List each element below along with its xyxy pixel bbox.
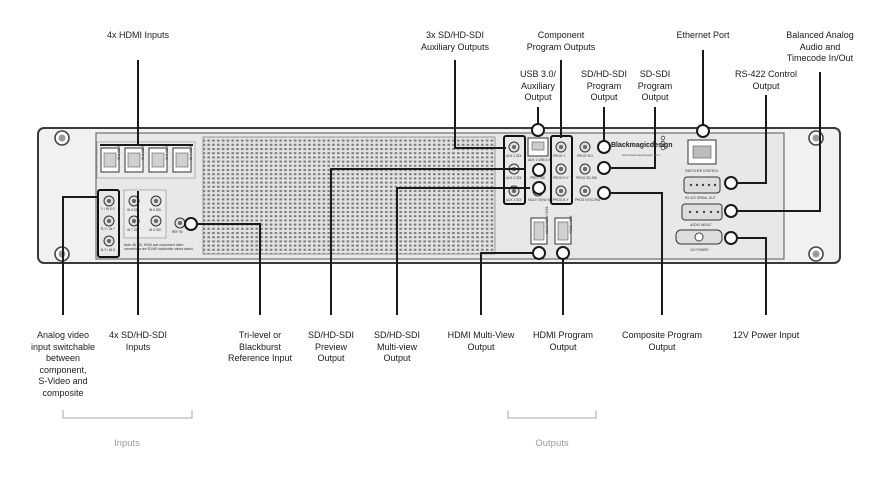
label-ethernet: Ethernet Port	[676, 30, 730, 40]
svg-text:AUDIO IN/OUT: AUDIO IN/OUT	[690, 223, 712, 227]
callout-aux-outputs	[454, 60, 506, 149]
power-port: 12V POWER	[675, 229, 723, 252]
svg-text:AUX 3 SDI: AUX 3 SDI	[506, 198, 522, 202]
vent-grill	[202, 136, 496, 255]
svg-text:12V POWER: 12V POWER	[690, 248, 709, 252]
label-power: 12V Power Input	[732, 330, 800, 340]
svg-text:PROG B-Y: PROG B-Y	[553, 198, 569, 202]
callout-rs422	[738, 95, 767, 184]
svg-text:AUX 1 SDI: AUX 1 SDI	[506, 154, 522, 158]
panel-note: Note: All SDI, HDMI and component video …	[124, 243, 194, 251]
callout-markers	[184, 123, 738, 260]
svg-text:SWITCHER CONTROL: SWITCHER CONTROL	[685, 169, 719, 173]
brand-name: Blackmagicdesign	[611, 142, 673, 149]
callout-preview	[330, 168, 525, 315]
callout-balanced-audio	[738, 72, 821, 212]
callout-multiview	[396, 187, 530, 315]
svg-text:Note: All SDI, HDMI and compon: Note: All SDI, HDMI and component video	[124, 243, 184, 247]
port-label-in2: IN 2 HDMI	[141, 145, 145, 160]
brand-dots	[660, 135, 666, 151]
hdmi-input-2	[124, 147, 144, 173]
group-brackets	[62, 410, 597, 419]
callout-composite	[611, 192, 663, 315]
callout-lines	[62, 50, 821, 315]
analog-port-label-3: B-Y / IN 8	[101, 248, 115, 252]
analog-port-label-2: R-Y / IN 7	[101, 227, 115, 231]
svg-text:PROG SDI: PROG SDI	[577, 154, 593, 158]
analog-port-label-1: Y / IN 5 S	[101, 207, 115, 211]
analog-video-inputs: Y / IN 5 S R-Y / IN 7 B-Y / IN 8	[97, 189, 120, 258]
callout-ref	[198, 223, 261, 315]
hdmi-input-4	[172, 147, 192, 173]
svg-text:RS-422 SERIAL OUT: RS-422 SERIAL OUT	[685, 196, 716, 200]
svg-text:PROG Y: PROG Y	[553, 154, 566, 158]
hdmi-inputs-block: IN 1 HDMI IN 2 HDMI IN 3 HDMI IN 4 HDMI	[96, 141, 196, 179]
svg-text:PROG NTSC/PAL: PROG NTSC/PAL	[575, 198, 601, 202]
port-label-in4: IN 4 HDMI	[189, 145, 193, 160]
hdmi-outputs: MULTI VIEW HDMI PROG HDMI	[530, 206, 573, 245]
callout-hdmi-inputs	[100, 60, 193, 146]
hdmi-input-3	[148, 147, 168, 173]
svg-text:REF IN: REF IN	[172, 230, 183, 234]
sdi-port-label-7: IN 7 SDI	[127, 228, 139, 232]
svg-text:PROG R-Y: PROG R-Y	[553, 176, 570, 180]
port-label-in1: IN 1 HDMI	[117, 145, 121, 160]
sdi-port-label-5: IN 5 SDI	[127, 208, 139, 212]
group-label-inputs: Inputs	[114, 438, 140, 449]
sdi-port-label-6: IN 6 SDI	[149, 208, 161, 212]
svg-text:AUX 1 USB 3.0: AUX 1 USB 3.0	[528, 158, 550, 162]
brand-url: www.blackmagicdesign.com	[622, 153, 660, 157]
group-label-outputs: Outputs	[535, 438, 569, 449]
callout-analog	[62, 196, 98, 315]
svg-text:AUX 2 SDI: AUX 2 SDI	[506, 176, 522, 180]
rack-ear-left	[54, 130, 70, 262]
label-hdmi-inputs: 4x HDMI Inputs	[106, 30, 170, 40]
sdi-inputs-block: IN 5 SDI IN 6 SDI IN 7 SDI IN 8 SDI	[123, 189, 167, 239]
svg-text:PREV SDI: PREV SDI	[530, 176, 545, 180]
ethernet-port: SWITCHER CONTROL	[685, 139, 719, 173]
svg-text:connections are SD/HD switchab: connections are SD/HD switchable unless …	[124, 247, 194, 251]
sdi-port-label-8: IN 8 SDI	[149, 228, 161, 232]
port-label-in3: IN 3 HDMI	[165, 145, 169, 160]
outputs-bracket	[507, 410, 597, 419]
svg-text:MULTI VIEW HDMI: MULTI VIEW HDMI	[545, 206, 549, 234]
svg-text:PROG SD-SDI: PROG SD-SDI	[576, 176, 597, 180]
callout-power	[738, 237, 767, 315]
callout-sd-program	[611, 107, 656, 169]
callout-hdmi-multiview	[480, 252, 533, 315]
audio-port: AUDIO IN/OUT	[681, 203, 723, 227]
prog-sdi-column: PROG SDI PROG SD-SDI PROG NTSC/PAL	[575, 141, 601, 202]
svg-text:MULTI VIEW SDI: MULTI VIEW SDI	[528, 198, 553, 202]
svg-text:PROG HDMI: PROG HDMI	[569, 215, 573, 234]
hdmi-input-1	[100, 147, 120, 173]
inputs-bracket	[62, 410, 193, 419]
rs422-port: RS-422 SERIAL OUT	[683, 176, 721, 200]
